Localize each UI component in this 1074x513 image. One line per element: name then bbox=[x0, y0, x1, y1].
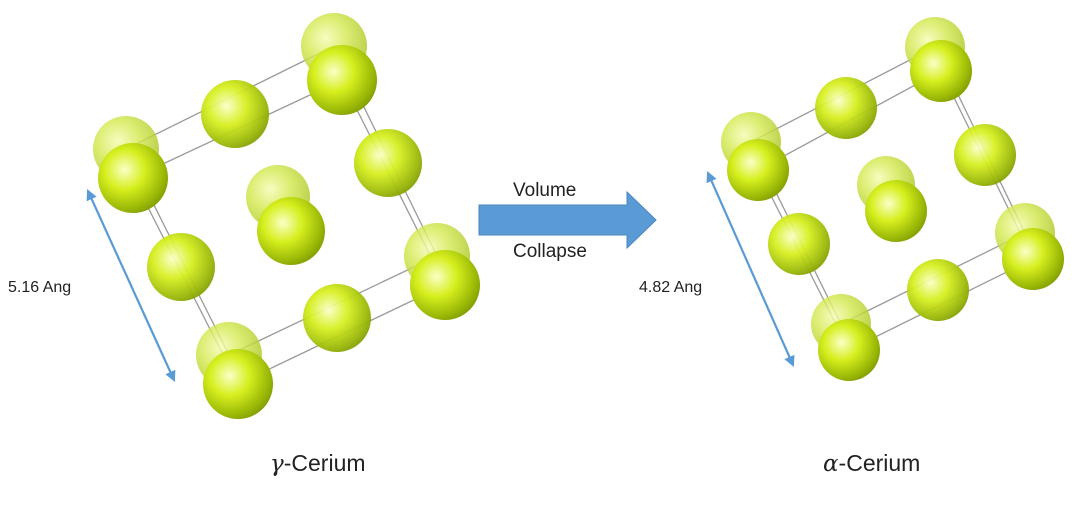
atom bbox=[910, 40, 972, 102]
alpha-lattice-constant-label: 4.82 Ang bbox=[639, 279, 703, 296]
atom bbox=[727, 139, 789, 201]
transition-label-top: Volume bbox=[513, 180, 577, 201]
alpha-symbol: α bbox=[823, 451, 839, 477]
gamma-lattice-constant-label: 5.16 Ang bbox=[8, 279, 72, 296]
gamma-lattice-dimension-arrow bbox=[86, 188, 176, 383]
atom bbox=[818, 319, 880, 381]
transition-label-bottom: Collapse bbox=[513, 241, 587, 262]
atom bbox=[257, 197, 325, 265]
atom bbox=[1002, 228, 1064, 290]
atom bbox=[201, 80, 269, 148]
alpha-name-text: -Cerium bbox=[838, 450, 921, 476]
alpha-cerium-title: α-Cerium bbox=[823, 450, 920, 477]
gamma-name-text: -Cerium bbox=[283, 450, 366, 476]
atom bbox=[865, 180, 927, 242]
atom bbox=[410, 250, 480, 320]
gamma-cerium-unit-cell bbox=[93, 13, 480, 419]
atom bbox=[954, 124, 1016, 186]
atom bbox=[303, 284, 371, 352]
gamma-symbol: γ bbox=[270, 451, 284, 477]
atom bbox=[354, 129, 422, 197]
atom bbox=[907, 259, 969, 321]
volume-collapse-arrow bbox=[478, 190, 657, 250]
atom bbox=[98, 143, 168, 213]
gamma-cerium-title: γ-Cerium bbox=[270, 450, 366, 477]
alpha-cerium-unit-cell bbox=[721, 17, 1064, 381]
atom bbox=[203, 349, 273, 419]
alpha-lattice-dimension-arrow bbox=[706, 170, 795, 368]
atom bbox=[147, 233, 215, 301]
atom bbox=[307, 45, 377, 115]
atom bbox=[815, 77, 877, 139]
atom bbox=[768, 213, 830, 275]
